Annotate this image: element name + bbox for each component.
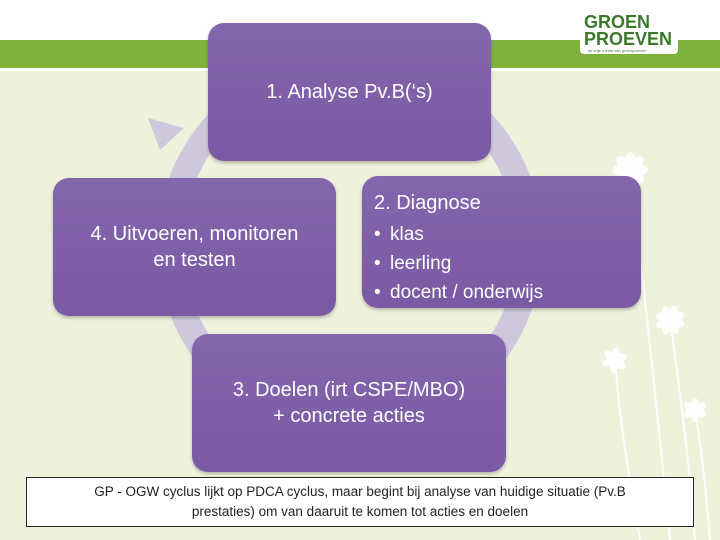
svg-text:GROEN: GROEN	[584, 12, 650, 32]
svg-text:de vrije ruimte van groenproev: de vrije ruimte van groenproeven	[588, 48, 646, 53]
step-4-line-1: 4. Uitvoeren, monitoren	[90, 223, 299, 245]
step-2-box: 2. Diagnose •klas •leerling •docent / on…	[362, 176, 641, 308]
caption-box: GP - OGW cyclus lijkt op PDCA cyclus, ma…	[26, 477, 694, 527]
bullet-text: docent / onderwijs	[390, 282, 544, 303]
step-4-line-2: en testen	[153, 249, 236, 271]
caption-line-2: prestaties) om van daaruit te komen tot …	[191, 504, 529, 519]
step-3-box: 3. Doelen (irt CSPE/MBO) + concrete acti…	[192, 334, 506, 472]
step-3-label: 3. Doelen (irt CSPE/MBO) + concrete acti…	[233, 377, 465, 429]
step-4-label: 4. Uitvoeren, monitoren en testen	[91, 221, 299, 273]
caption-line-1: GP - OGW cyclus lijkt op PDCA cyclus, ma…	[94, 484, 626, 499]
bullet-item: •docent / onderwijs	[374, 282, 544, 303]
bullet-text: klas	[390, 224, 424, 245]
svg-text:PROEVEN: PROEVEN	[584, 29, 672, 49]
bullet-item: •leerling	[374, 253, 452, 274]
step-3-line-1: 3. Doelen (irt CSPE/MBO)	[232, 379, 466, 401]
step-1-box: 1. Analyse Pv.B(‘s)	[208, 23, 491, 161]
bullet-item: •klas	[374, 224, 424, 245]
step-3-line-2: + concrete acties	[273, 405, 425, 427]
step-2-bullets: •klas •leerling •docent / onderwijs	[374, 220, 641, 307]
groen-proeven-logo: GROEN PROEVEN de vrije ruimte van groenp…	[580, 10, 678, 54]
step-1-label: 1. Analyse Pv.B(‘s)	[266, 81, 433, 103]
step-4-box: 4. Uitvoeren, monitoren en testen	[53, 178, 336, 316]
step-2-title: 2. Diagnose	[374, 192, 481, 214]
bullet-text: leerling	[390, 253, 452, 274]
